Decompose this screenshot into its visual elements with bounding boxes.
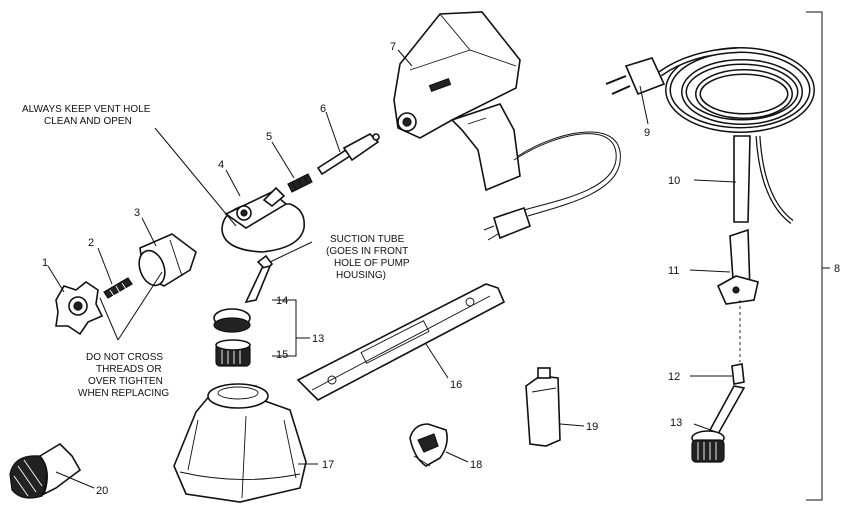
part-3-cap — [138, 233, 197, 287]
part-15-filter — [215, 339, 251, 367]
suction-tube — [244, 254, 274, 304]
note-suction-tube: SUCTION TUBE (GOES IN FRONT HOLE OF PUMP… — [326, 234, 410, 281]
part-10-tube — [733, 135, 794, 225]
callout-5: 5 — [266, 131, 272, 143]
part-14-tube-cap — [213, 308, 251, 333]
leader-lines — [47, 49, 737, 489]
part-12-fitting — [731, 363, 745, 385]
callout-numbers: 1 2 3 4 5 6 7 8 9 10 11 12 13 13 14 15 1… — [42, 41, 840, 497]
note-vent-line-2: CLEAN AND OPEN — [44, 116, 132, 127]
part-19-bottle — [525, 367, 561, 447]
callout-7: 7 — [390, 41, 396, 53]
part-6-nozzle-shaft — [316, 133, 380, 176]
part-4-pump-housing — [221, 186, 306, 253]
callout-14: 14 — [276, 295, 288, 307]
part-1-nozzle — [55, 281, 104, 336]
note-vent-hole: ALWAYS KEEP VENT HOLE CLEAN AND OPEN — [22, 104, 151, 127]
part-5-spring — [287, 173, 313, 193]
note-threads: DO NOT CROSS THREADS OR OVER TIGHTEN WHE… — [78, 352, 169, 399]
callout-13-left: 13 — [312, 333, 324, 345]
callout-9: 9 — [644, 127, 650, 139]
part-18-clip — [409, 423, 448, 467]
callout-19: 19 — [586, 421, 598, 433]
part-17-container — [173, 383, 307, 503]
part-7-gun-body — [393, 11, 521, 192]
callout-20: 20 — [96, 485, 108, 497]
callout-10: 10 — [668, 175, 680, 187]
callout-4: 4 — [218, 159, 224, 171]
note-suction-line-2: (GOES IN FRONT — [326, 246, 408, 257]
note-thread-line-3: OVER TIGHTEN — [88, 376, 163, 387]
note-thread-line-1: DO NOT CROSS — [86, 352, 163, 363]
part-8-bracket — [806, 11, 823, 501]
callout-13-right: 13 — [670, 417, 682, 429]
part-13-bracket — [272, 299, 297, 357]
callout-3: 3 — [134, 207, 140, 219]
callout-17: 17 — [322, 459, 334, 471]
part-13-tube-assembly-right — [691, 385, 746, 463]
part-16-handle-bar — [296, 283, 506, 401]
part-11-valve — [716, 228, 759, 362]
note-thread-line-4: WHEN REPLACING — [78, 388, 169, 399]
note-vent-line-1: ALWAYS KEEP VENT HOLE — [22, 104, 151, 115]
part-9-hose-coil — [605, 47, 815, 133]
callout-18: 18 — [470, 459, 482, 471]
callout-6: 6 — [320, 103, 326, 115]
note-thread-line-2: THREADS OR — [96, 364, 162, 375]
callout-12: 12 — [668, 371, 680, 383]
part-2-spring — [103, 277, 133, 299]
power-cord — [483, 131, 621, 241]
note-suction-line-4: HOUSING) — [336, 270, 386, 281]
callout-11: 11 — [668, 265, 679, 277]
callout-16: 16 — [450, 379, 462, 391]
callout-1: 1 — [42, 257, 48, 269]
part-20-spray-tip — [9, 442, 82, 499]
callout-15: 15 — [276, 349, 288, 361]
note-suction-line-3: HOLE OF PUMP — [334, 258, 410, 269]
note-suction-line-1: SUCTION TUBE — [330, 234, 405, 245]
callout-2: 2 — [88, 237, 94, 249]
callout-8: 8 — [834, 263, 840, 275]
